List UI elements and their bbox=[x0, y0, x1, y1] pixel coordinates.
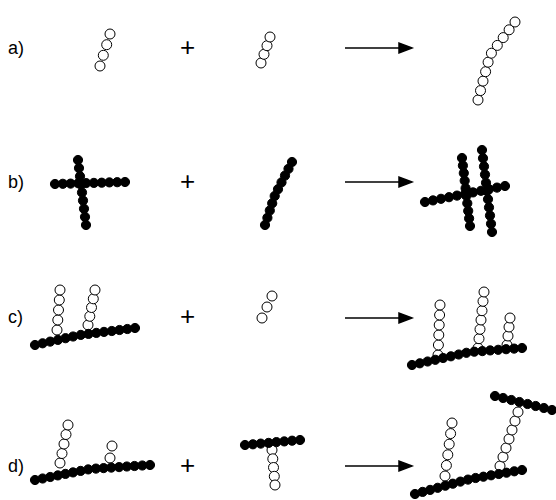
filled-bead bbox=[287, 157, 296, 166]
open-bead bbox=[98, 50, 108, 60]
open-bead bbox=[95, 61, 105, 71]
open-bead bbox=[262, 302, 272, 312]
filled-bead bbox=[465, 221, 474, 230]
open-bead bbox=[503, 331, 513, 341]
open-bead bbox=[267, 291, 277, 301]
open-bead bbox=[434, 330, 444, 340]
open-bead bbox=[478, 296, 488, 306]
filled-bead bbox=[487, 227, 496, 236]
open-bead bbox=[504, 322, 514, 332]
open-bead bbox=[105, 29, 115, 39]
reaction-arrow bbox=[345, 47, 402, 49]
reaction-arrow bbox=[345, 317, 402, 319]
open-bead bbox=[55, 458, 65, 468]
open-bead bbox=[59, 439, 69, 449]
plus-sign: + bbox=[180, 303, 195, 329]
open-bead bbox=[107, 441, 117, 451]
open-bead bbox=[270, 480, 280, 490]
panel-letter: d) bbox=[8, 457, 24, 475]
filled-bead bbox=[295, 435, 304, 444]
open-bead bbox=[444, 439, 454, 449]
bead-chains bbox=[30, 17, 556, 499]
open-bead bbox=[54, 295, 64, 305]
open-bead bbox=[505, 313, 515, 323]
open-bead bbox=[433, 340, 443, 350]
plus-sign: + bbox=[180, 168, 195, 194]
open-bead bbox=[105, 453, 115, 463]
open-bead bbox=[257, 313, 267, 323]
arrow-head bbox=[399, 461, 412, 471]
open-bead bbox=[474, 334, 484, 344]
open-bead bbox=[53, 315, 63, 325]
filled-bead bbox=[120, 177, 129, 186]
open-bead bbox=[435, 310, 445, 320]
open-bead bbox=[435, 300, 445, 310]
arrow-head bbox=[399, 43, 412, 53]
reaction-arrows bbox=[345, 43, 412, 471]
open-bead bbox=[85, 311, 95, 321]
filled-bead bbox=[517, 465, 526, 474]
open-bead bbox=[54, 305, 64, 315]
open-bead bbox=[473, 95, 483, 105]
open-bead bbox=[265, 32, 275, 42]
open-bead bbox=[441, 460, 451, 470]
filled-bead bbox=[145, 460, 154, 469]
filled-bead bbox=[547, 405, 556, 414]
open-bead bbox=[440, 471, 450, 481]
open-bead bbox=[501, 443, 511, 453]
panel-letter: c) bbox=[8, 308, 23, 326]
open-bead bbox=[477, 306, 487, 316]
arrow-head bbox=[399, 177, 412, 187]
reaction-arrow bbox=[345, 181, 402, 183]
open-bead bbox=[475, 324, 485, 334]
open-bead bbox=[478, 76, 488, 86]
filled-bead bbox=[531, 401, 540, 410]
open-bead bbox=[55, 285, 65, 295]
open-bead bbox=[476, 315, 486, 325]
plus-sign: + bbox=[180, 34, 195, 60]
open-bead bbox=[434, 320, 444, 330]
filled-bead bbox=[515, 397, 524, 406]
open-bead bbox=[446, 429, 456, 439]
filled-bead bbox=[499, 393, 508, 402]
open-bead bbox=[510, 17, 520, 27]
filled-bead bbox=[81, 220, 90, 229]
filled-bead bbox=[500, 181, 509, 190]
open-bead bbox=[476, 86, 486, 96]
open-bead bbox=[513, 407, 523, 417]
open-bead bbox=[63, 420, 73, 430]
open-bead bbox=[483, 57, 493, 67]
open-bead bbox=[52, 325, 62, 335]
open-bead bbox=[504, 434, 514, 444]
open-bead bbox=[481, 67, 491, 77]
open-bead bbox=[443, 450, 453, 460]
panel-letter: a) bbox=[8, 39, 24, 57]
open-bead bbox=[447, 418, 457, 428]
open-bead bbox=[498, 452, 508, 462]
open-bead bbox=[510, 416, 520, 426]
filled-bead bbox=[517, 343, 526, 352]
open-bead bbox=[57, 449, 67, 459]
open-bead bbox=[90, 285, 100, 295]
open-bead bbox=[507, 425, 517, 435]
arrow-head bbox=[399, 313, 412, 323]
plus-sign: + bbox=[180, 452, 195, 478]
open-bead bbox=[61, 430, 71, 440]
open-bead bbox=[479, 287, 489, 297]
panel-letter: b) bbox=[8, 173, 24, 191]
reaction-arrow bbox=[345, 465, 402, 467]
open-bead bbox=[88, 294, 98, 304]
filled-bead bbox=[130, 323, 139, 332]
open-bead bbox=[102, 40, 112, 50]
